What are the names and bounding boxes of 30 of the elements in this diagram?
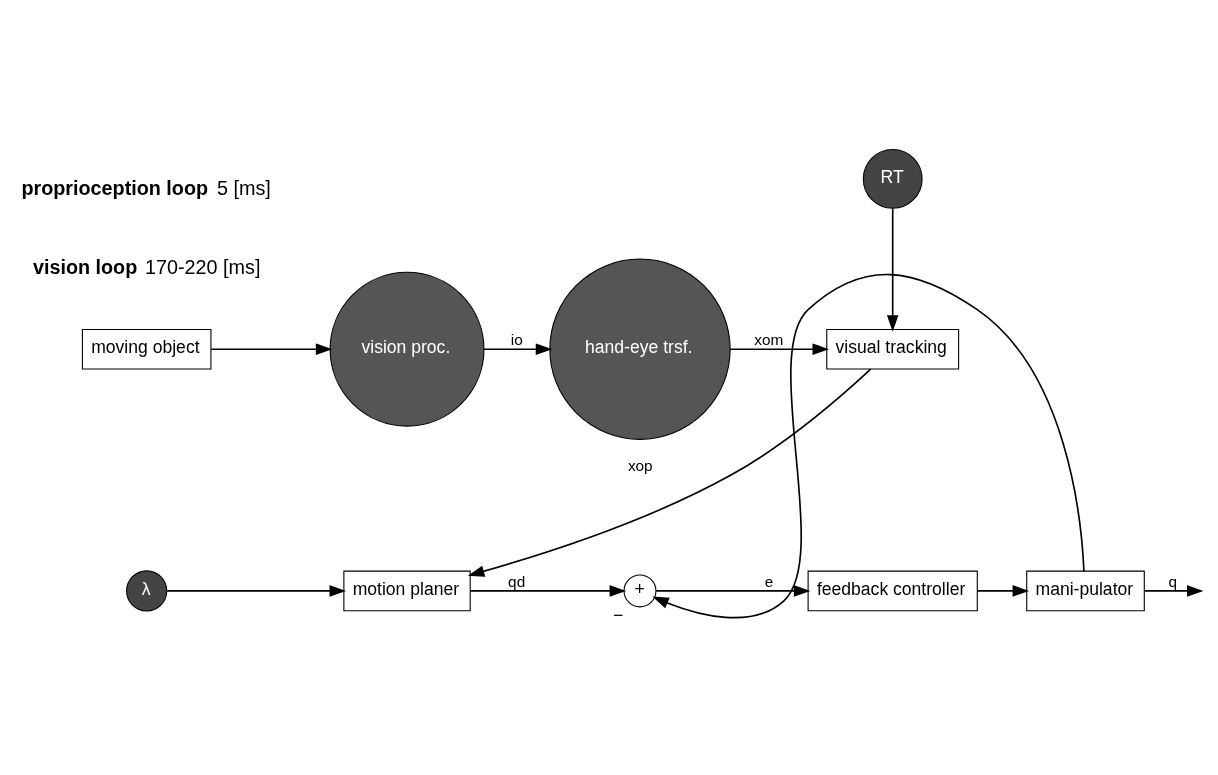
edge-label: q	[1168, 572, 1178, 590]
edge-label: e	[764, 572, 774, 590]
node-label: −	[613, 604, 624, 625]
node-box: moving object	[81, 328, 212, 370]
node-circle: vision proc.	[329, 271, 485, 427]
arrow	[655, 584, 811, 597]
edge-label: io	[510, 330, 523, 348]
arrow	[652, 273, 1085, 618]
edge-label: qd	[508, 572, 526, 590]
node-circle: hand-eye trsf.	[549, 258, 731, 440]
label: proprioception loop 5 [ms]	[21, 176, 271, 199]
node-box: motion planer	[343, 570, 471, 611]
edge-label: xop	[627, 456, 653, 474]
arrow	[210, 342, 333, 355]
arrow	[467, 367, 872, 577]
node-box: visual tracking	[826, 328, 960, 370]
arrow	[469, 584, 627, 597]
edge-label: xom	[754, 330, 784, 348]
node-circle: λ	[126, 569, 168, 611]
arrow	[1143, 584, 1204, 597]
arrow	[729, 342, 829, 355]
label: vision loop 170-220 [ms]	[32, 255, 261, 278]
node-circle: RT	[862, 148, 923, 209]
arrow	[166, 584, 346, 597]
arrow	[886, 207, 899, 332]
node-box: mani-pulator	[1026, 570, 1145, 611]
arrow	[483, 342, 553, 355]
node-box: feedback controller	[807, 570, 978, 611]
node-circle: +	[623, 573, 657, 607]
arrow	[976, 584, 1030, 597]
